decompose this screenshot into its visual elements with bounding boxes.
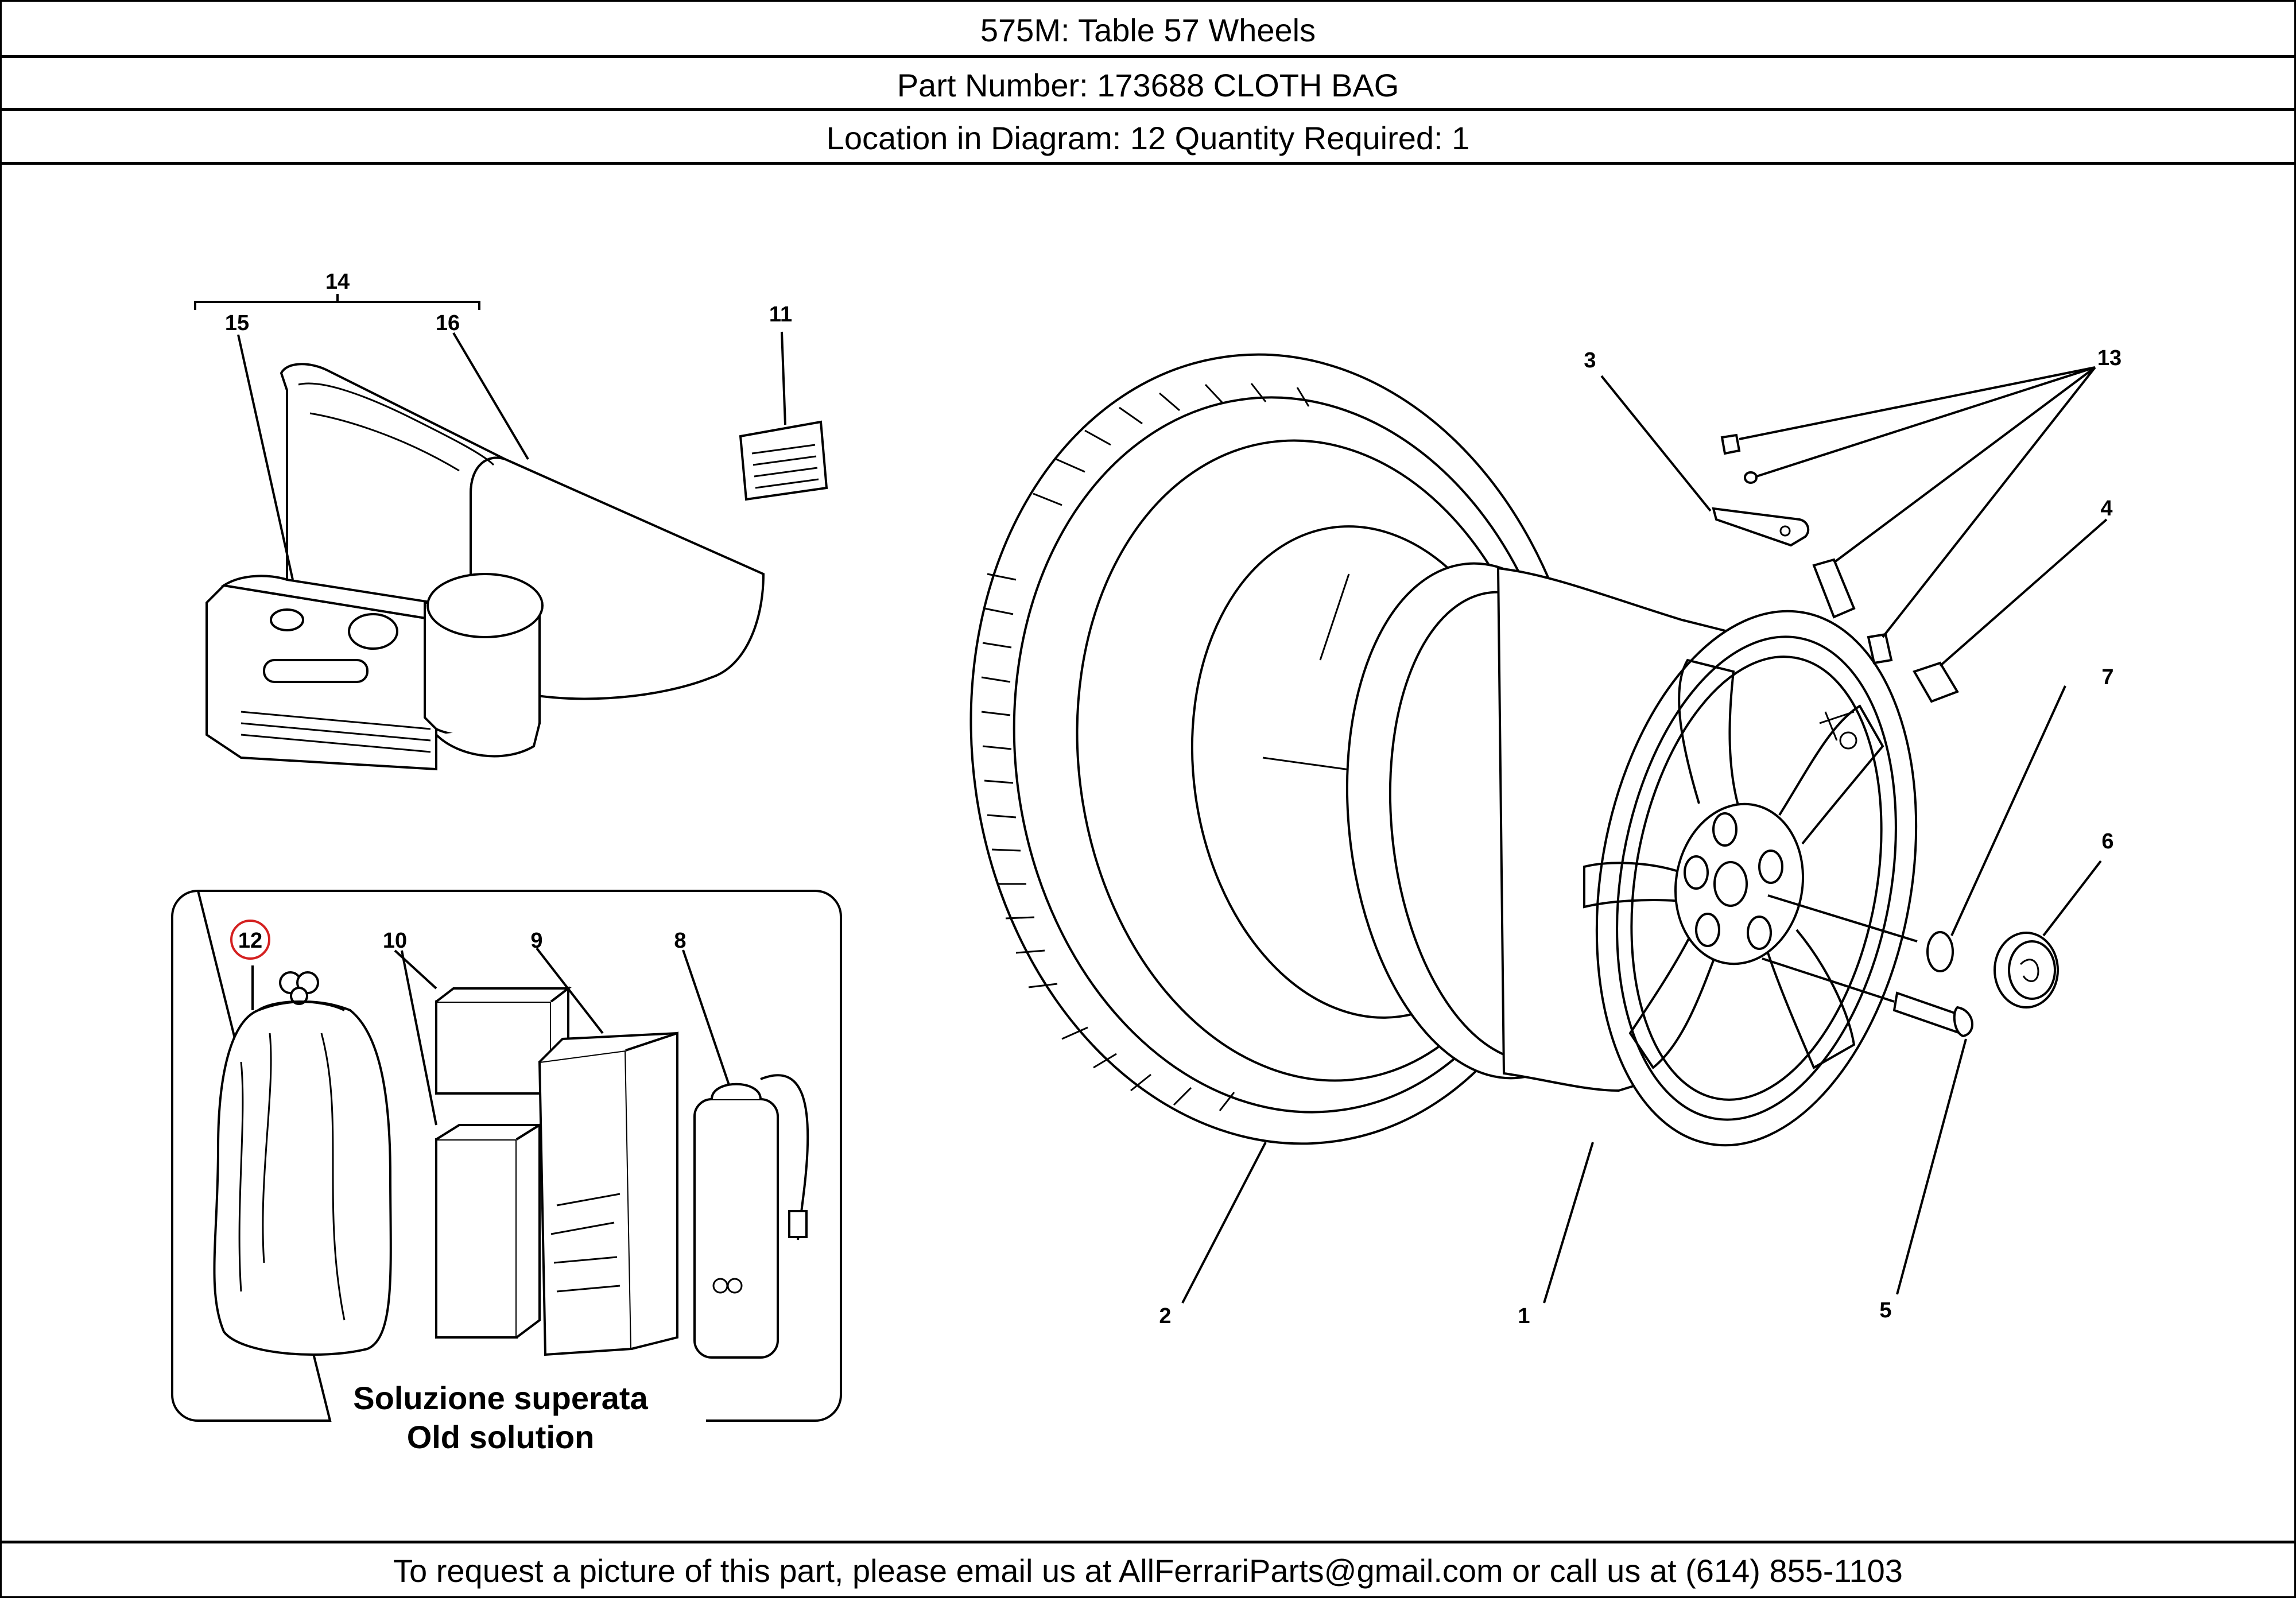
parts-diagram: 14 15 16 11 — [171, 270, 2122, 1455]
inset-caption-it: Soluzione superata — [353, 1380, 648, 1416]
highlight-circle — [230, 920, 270, 960]
callout-10: 10 — [383, 929, 407, 953]
divider — [0, 1541, 2296, 1543]
callout-4: 4 — [2100, 497, 2112, 521]
compressor-kit-drawing — [194, 294, 765, 771]
location-row: Location in Diagram: 12 Quantity Require… — [826, 120, 1470, 156]
instruction-label-drawing — [739, 331, 828, 501]
callout-9: 9 — [530, 929, 542, 953]
callout-8: 8 — [674, 929, 686, 953]
callout-2: 2 — [1159, 1304, 1171, 1328]
old-solution-inset: Soluzione superata Old solution — [171, 889, 842, 1455]
divider — [0, 108, 2296, 111]
callout-11: 11 — [769, 302, 792, 327]
hub-parts-drawing — [1762, 685, 2102, 1295]
callout-1: 1 — [1518, 1304, 1530, 1328]
divider — [0, 55, 2296, 58]
callout-12: 12 — [238, 929, 262, 953]
callout-3: 3 — [1584, 348, 1596, 373]
callout-5: 5 — [1879, 1298, 1891, 1322]
callout-14: 14 — [325, 270, 350, 294]
contact-footer: To request a picture of this part, pleas… — [393, 1553, 1903, 1589]
callout-13: 13 — [2097, 346, 2122, 370]
wheel-rim-drawing — [1345, 562, 1918, 1304]
valve-parts-drawing — [1600, 366, 2108, 750]
inset-caption-en: Old solution — [407, 1419, 595, 1455]
callout-16: 16 — [436, 311, 460, 335]
part-number-row: Part Number: 173688 CLOTH BAG — [897, 67, 1399, 103]
callout-15: 15 — [225, 311, 249, 335]
divider — [0, 162, 2296, 165]
callout-6: 6 — [2101, 829, 2113, 854]
page-title: 575M: Table 57 Wheels — [980, 12, 1316, 48]
callout-7: 7 — [2101, 665, 2113, 689]
